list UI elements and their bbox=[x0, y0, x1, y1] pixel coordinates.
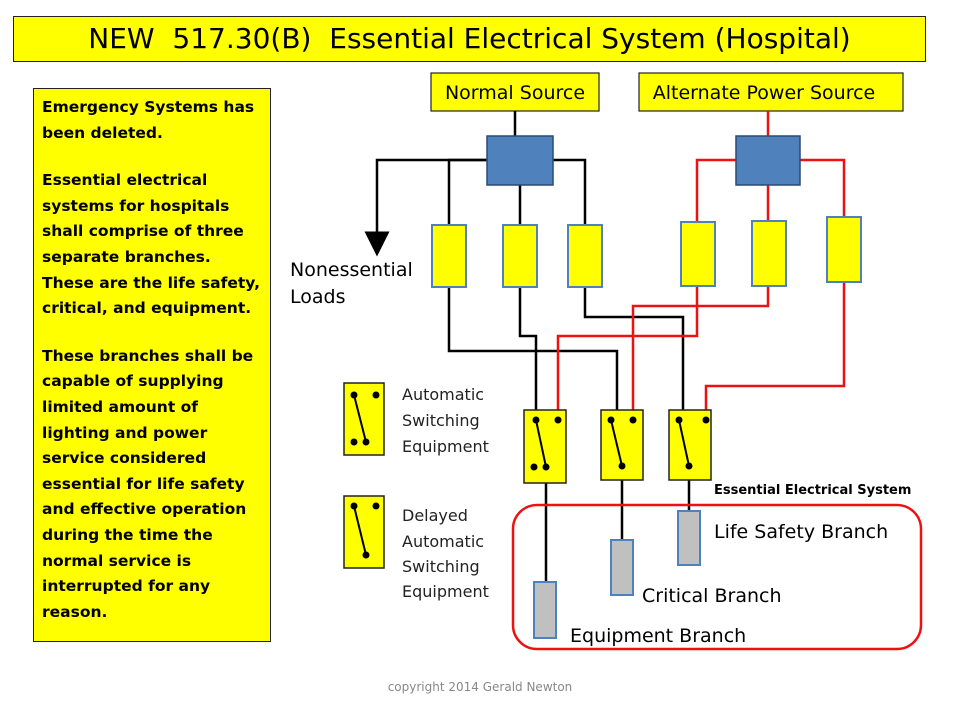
delayed-switch-legend-label: Delayed Automatic Switching Equipment bbox=[402, 506, 489, 601]
normal-breaker bbox=[567, 224, 603, 288]
note-paragraph-3: These branches shall be capable of suppl… bbox=[42, 346, 254, 621]
note-paragraph-1: Emergency Systems has been deleted. bbox=[42, 98, 255, 142]
legend-line: Delayed bbox=[402, 506, 468, 525]
normal-breaker bbox=[431, 224, 467, 288]
legend-line: Equipment bbox=[402, 437, 489, 456]
critical-branch-load bbox=[610, 539, 634, 596]
essential-electrical-system-label: Essential Electrical System bbox=[714, 483, 911, 498]
nonessential-loads-line: Nonessential bbox=[290, 259, 413, 281]
legend-line: Switching bbox=[402, 411, 480, 430]
note-paragraph-2: Essential electrical systems for hospita… bbox=[42, 171, 261, 318]
equipment-transfer-switch bbox=[523, 409, 567, 484]
legend-line: Switching bbox=[402, 557, 480, 576]
copyright-text: copyright 2014 Gerald Newton bbox=[387, 680, 573, 694]
life-safety-branch-label: Life Safety Branch bbox=[714, 521, 888, 543]
normal-breaker bbox=[502, 224, 538, 288]
life-safety-branch-load bbox=[677, 510, 701, 566]
critical-transfer-switch bbox=[600, 409, 644, 481]
automatic-switch-legend-icon bbox=[343, 382, 385, 456]
page-title: NEW 517.30(B) Essential Electrical Syste… bbox=[13, 16, 926, 62]
alternate-breaker bbox=[826, 216, 862, 283]
legend-line: Equipment bbox=[402, 582, 489, 601]
alternate-wiring bbox=[556, 111, 846, 420]
alternate-breaker bbox=[680, 221, 716, 287]
equipment-branch-label: Equipment Branch bbox=[570, 625, 746, 647]
alternate-source-label: Alternate Power Source bbox=[653, 82, 876, 104]
critical-branch-label: Critical Branch bbox=[642, 585, 782, 607]
delayed-switch-legend-icon bbox=[343, 495, 385, 569]
legend-line: Automatic bbox=[402, 532, 484, 551]
normal-source-label: Normal Source bbox=[445, 82, 585, 104]
equipment-branch-load bbox=[533, 581, 557, 639]
legend-line: Automatic bbox=[402, 385, 484, 404]
normal-distribution-panel bbox=[486, 135, 554, 186]
alternate-source-box: Alternate Power Source bbox=[638, 72, 904, 112]
notes-panel: Emergency Systems has been deleted. Esse… bbox=[33, 88, 271, 642]
automatic-switch-legend-label: Automatic Switching Equipment bbox=[402, 385, 489, 456]
life-safety-transfer-switch bbox=[668, 409, 712, 481]
alternate-breaker bbox=[751, 220, 787, 287]
nonessential-loads-label: Nonessential Loads bbox=[290, 259, 419, 308]
alternate-distribution-panel bbox=[735, 135, 801, 186]
nonessential-loads-line: Loads bbox=[290, 286, 345, 308]
normal-source-box: Normal Source bbox=[430, 72, 600, 112]
essential-electrical-system-boundary bbox=[511, 503, 923, 651]
